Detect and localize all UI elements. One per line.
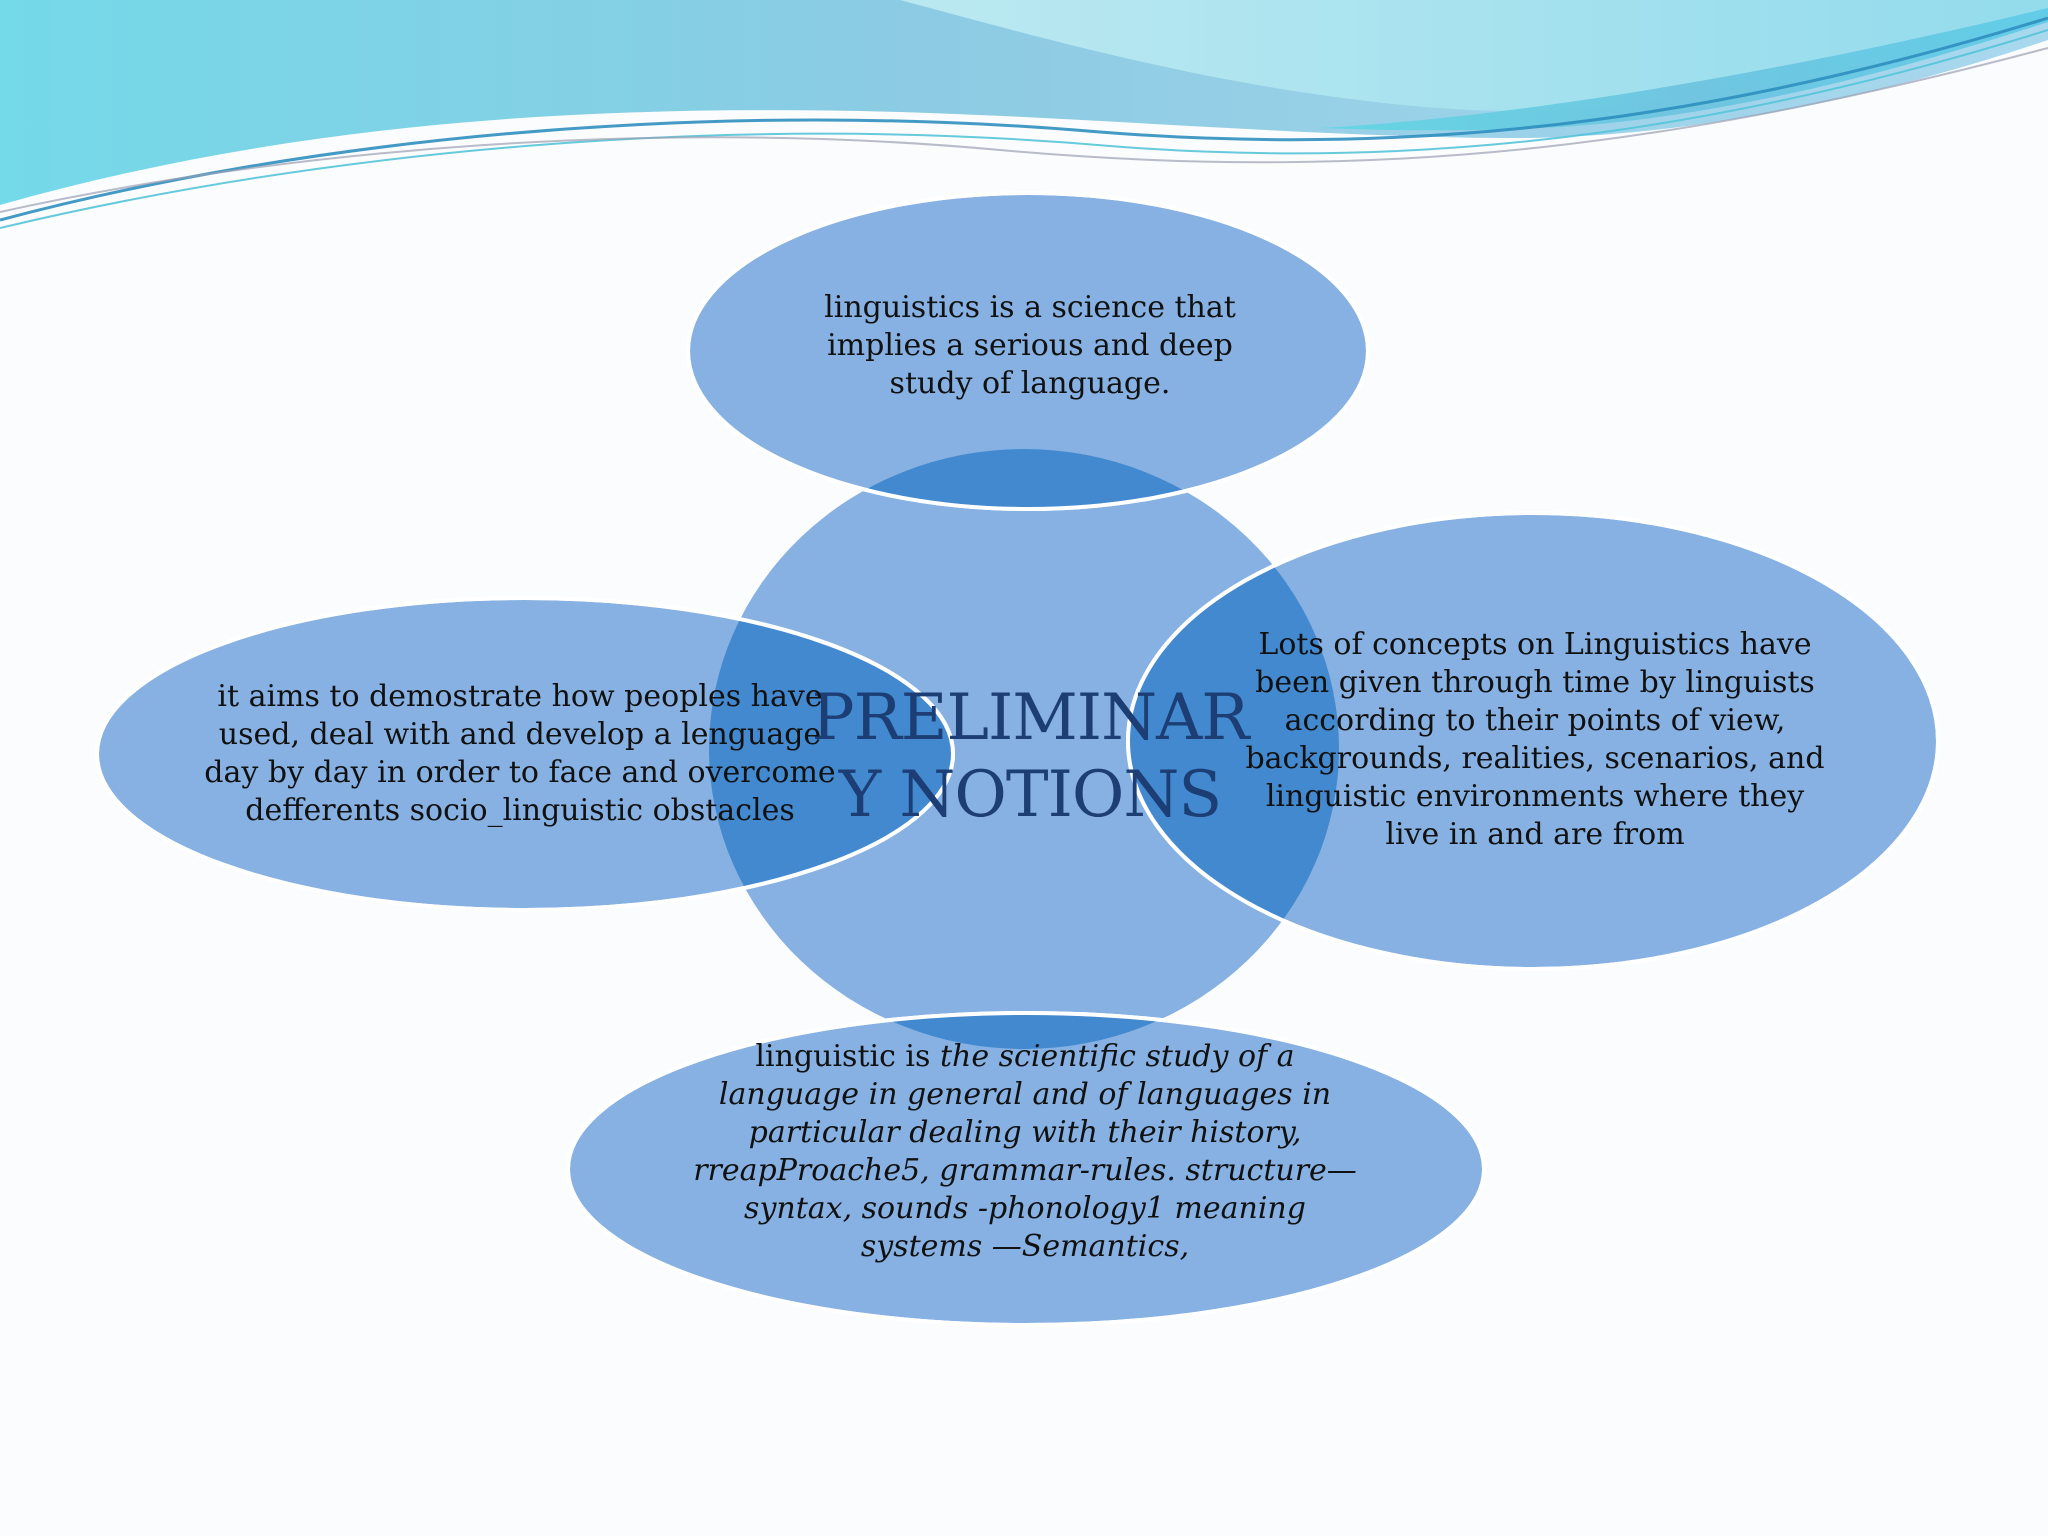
overlap-left xyxy=(709,598,953,910)
right-text-line: been given through time by linguists xyxy=(1255,665,1815,700)
bottom-text-italic: the scientific study of a xyxy=(939,1039,1295,1074)
bottom-ellipse-outline xyxy=(566,1011,1486,1327)
bottom-text-prefix: linguistic is xyxy=(755,1039,940,1074)
bottom-text-line: particular dealing with their history, xyxy=(748,1115,1302,1150)
right-text-line: linguistic environments where they xyxy=(1265,779,1805,814)
top-ellipse-text: linguistics is a science that implies a … xyxy=(780,286,1280,406)
bottom-text-line: rreapProache5, grammar-rules. structure— xyxy=(693,1153,1357,1188)
right-ellipse-text: Lots of concepts on Linguistics have bee… xyxy=(1230,620,1840,860)
top-ellipse-outline xyxy=(686,191,1370,511)
bottom-ellipse-text: linguistic is the scientific study of a … xyxy=(660,1032,1390,1272)
bottom-text-line: syntax, sounds -phonology1 meaning xyxy=(744,1191,1306,1226)
top-text-line: implies a serious and deep xyxy=(827,328,1233,363)
center-title-line-1: PRELIMINAR xyxy=(811,681,1250,755)
left-ellipse-outline xyxy=(95,596,955,912)
bottom-text-line: systems —Semantics, xyxy=(860,1229,1190,1264)
right-text-line: backgrounds, realities, scenarios, and xyxy=(1245,741,1825,776)
left-text-line: day by day in order to face and overcome xyxy=(204,755,836,790)
right-text-line: according to their points of view, xyxy=(1284,703,1786,738)
center-circle xyxy=(709,449,1339,1049)
wave-line-1 xyxy=(0,16,2048,222)
left-ellipse-text: it aims to demostrate how peoples have u… xyxy=(170,674,870,834)
center-title-line-2: Y NOTIONS xyxy=(838,758,1222,832)
right-text-line: live in and are from xyxy=(1385,817,1685,852)
wave-line-2 xyxy=(0,29,2048,229)
bottom-text-line: language in general and of languages in xyxy=(718,1077,1332,1112)
top-text-line: linguistics is a science that xyxy=(824,290,1236,325)
center-title: PRELIMINAR Y NOTIONS xyxy=(800,672,1260,842)
bottom-text-line-1: linguistic is the scientific study of a xyxy=(693,1038,1357,1076)
top-text-line: study of language. xyxy=(889,366,1171,401)
left-text-line: used, deal with and develop a lenguage xyxy=(218,717,822,752)
left-text-line: it aims to demostrate how peoples have xyxy=(217,679,823,714)
wave-line-3 xyxy=(0,47,2048,213)
header-wave-decoration xyxy=(0,0,2048,229)
right-ellipse-outline xyxy=(1126,511,1940,971)
left-text-line: defferents socio_linguistic obstacles xyxy=(245,793,795,828)
right-text-line: Lots of concepts on Linguistics have xyxy=(1258,627,1812,662)
